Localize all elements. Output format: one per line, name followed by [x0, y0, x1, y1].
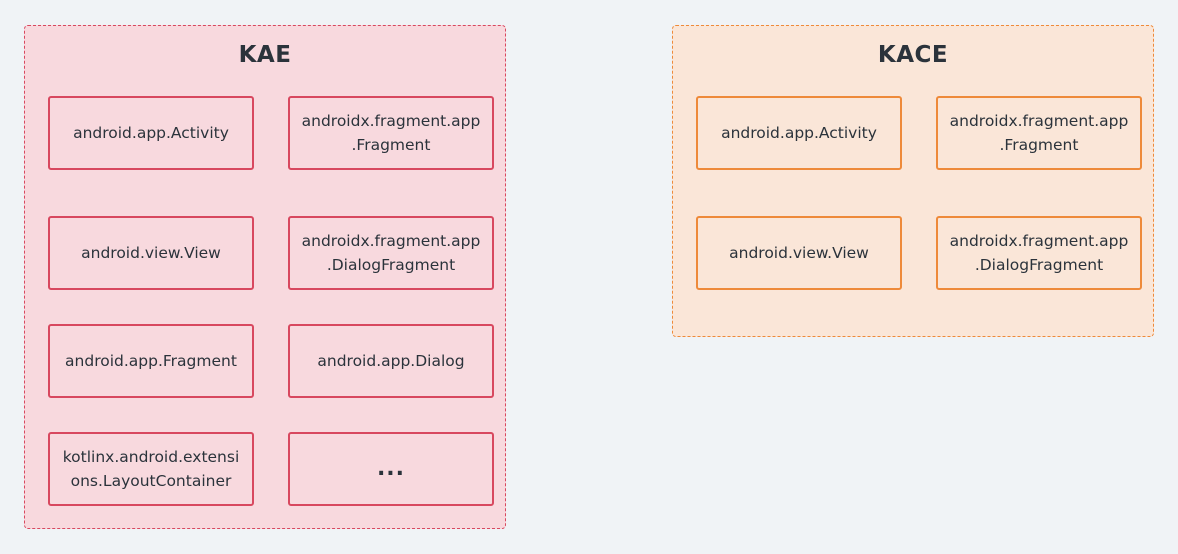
node-label: android.app.Dialog: [317, 352, 465, 370]
kae-node-view: android.view.View: [48, 216, 254, 290]
kace-title: KACE: [877, 42, 949, 68]
node-label: android.app.Fragment: [65, 352, 237, 370]
node-label: androidx.fragment.app: [301, 112, 481, 130]
node-label: androidx.fragment.app: [949, 112, 1129, 130]
kace-node-androidx-fragment: androidx.fragment.app .Fragment: [936, 96, 1142, 170]
ellipsis-label: ...: [376, 456, 406, 481]
kae-node-layout-container: kotlinx.android.extensi ons.LayoutContai…: [48, 432, 254, 506]
node-label: android.app.Activity: [721, 124, 877, 142]
node-label: android.app.Activity: [73, 124, 229, 142]
kace-group: KACE android.app.Activity androidx.fragm…: [672, 25, 1154, 337]
node-label: androidx.fragment.app: [301, 232, 481, 250]
kae-node-dialog: android.app.Dialog: [288, 324, 494, 398]
kace-node-view: android.view.View: [696, 216, 902, 290]
kae-group: KAE android.app.Activity androidx.fragme…: [24, 25, 506, 529]
node-label: .Fragment: [351, 136, 431, 154]
node-label: androidx.fragment.app: [949, 232, 1129, 250]
node-label: .DialogFragment: [326, 256, 456, 274]
kae-node-dialog-fragment: androidx.fragment.app .DialogFragment: [288, 216, 494, 290]
kae-node-androidx-fragment: androidx.fragment.app .Fragment: [288, 96, 494, 170]
node-label: kotlinx.android.extensi: [62, 448, 240, 466]
node-label: ons.LayoutContainer: [70, 472, 232, 490]
kace-node-dialog-fragment: androidx.fragment.app .DialogFragment: [936, 216, 1142, 290]
kace-node-activity: android.app.Activity: [696, 96, 902, 170]
node-label: .DialogFragment: [974, 256, 1104, 274]
node-label: android.view.View: [81, 244, 221, 262]
kae-node-app-fragment: android.app.Fragment: [48, 324, 254, 398]
kae-node-activity: android.app.Activity: [48, 96, 254, 170]
node-label: android.view.View: [729, 244, 869, 262]
kae-title: KAE: [238, 42, 292, 68]
kae-node-more: ...: [288, 432, 494, 506]
node-label: .Fragment: [999, 136, 1079, 154]
